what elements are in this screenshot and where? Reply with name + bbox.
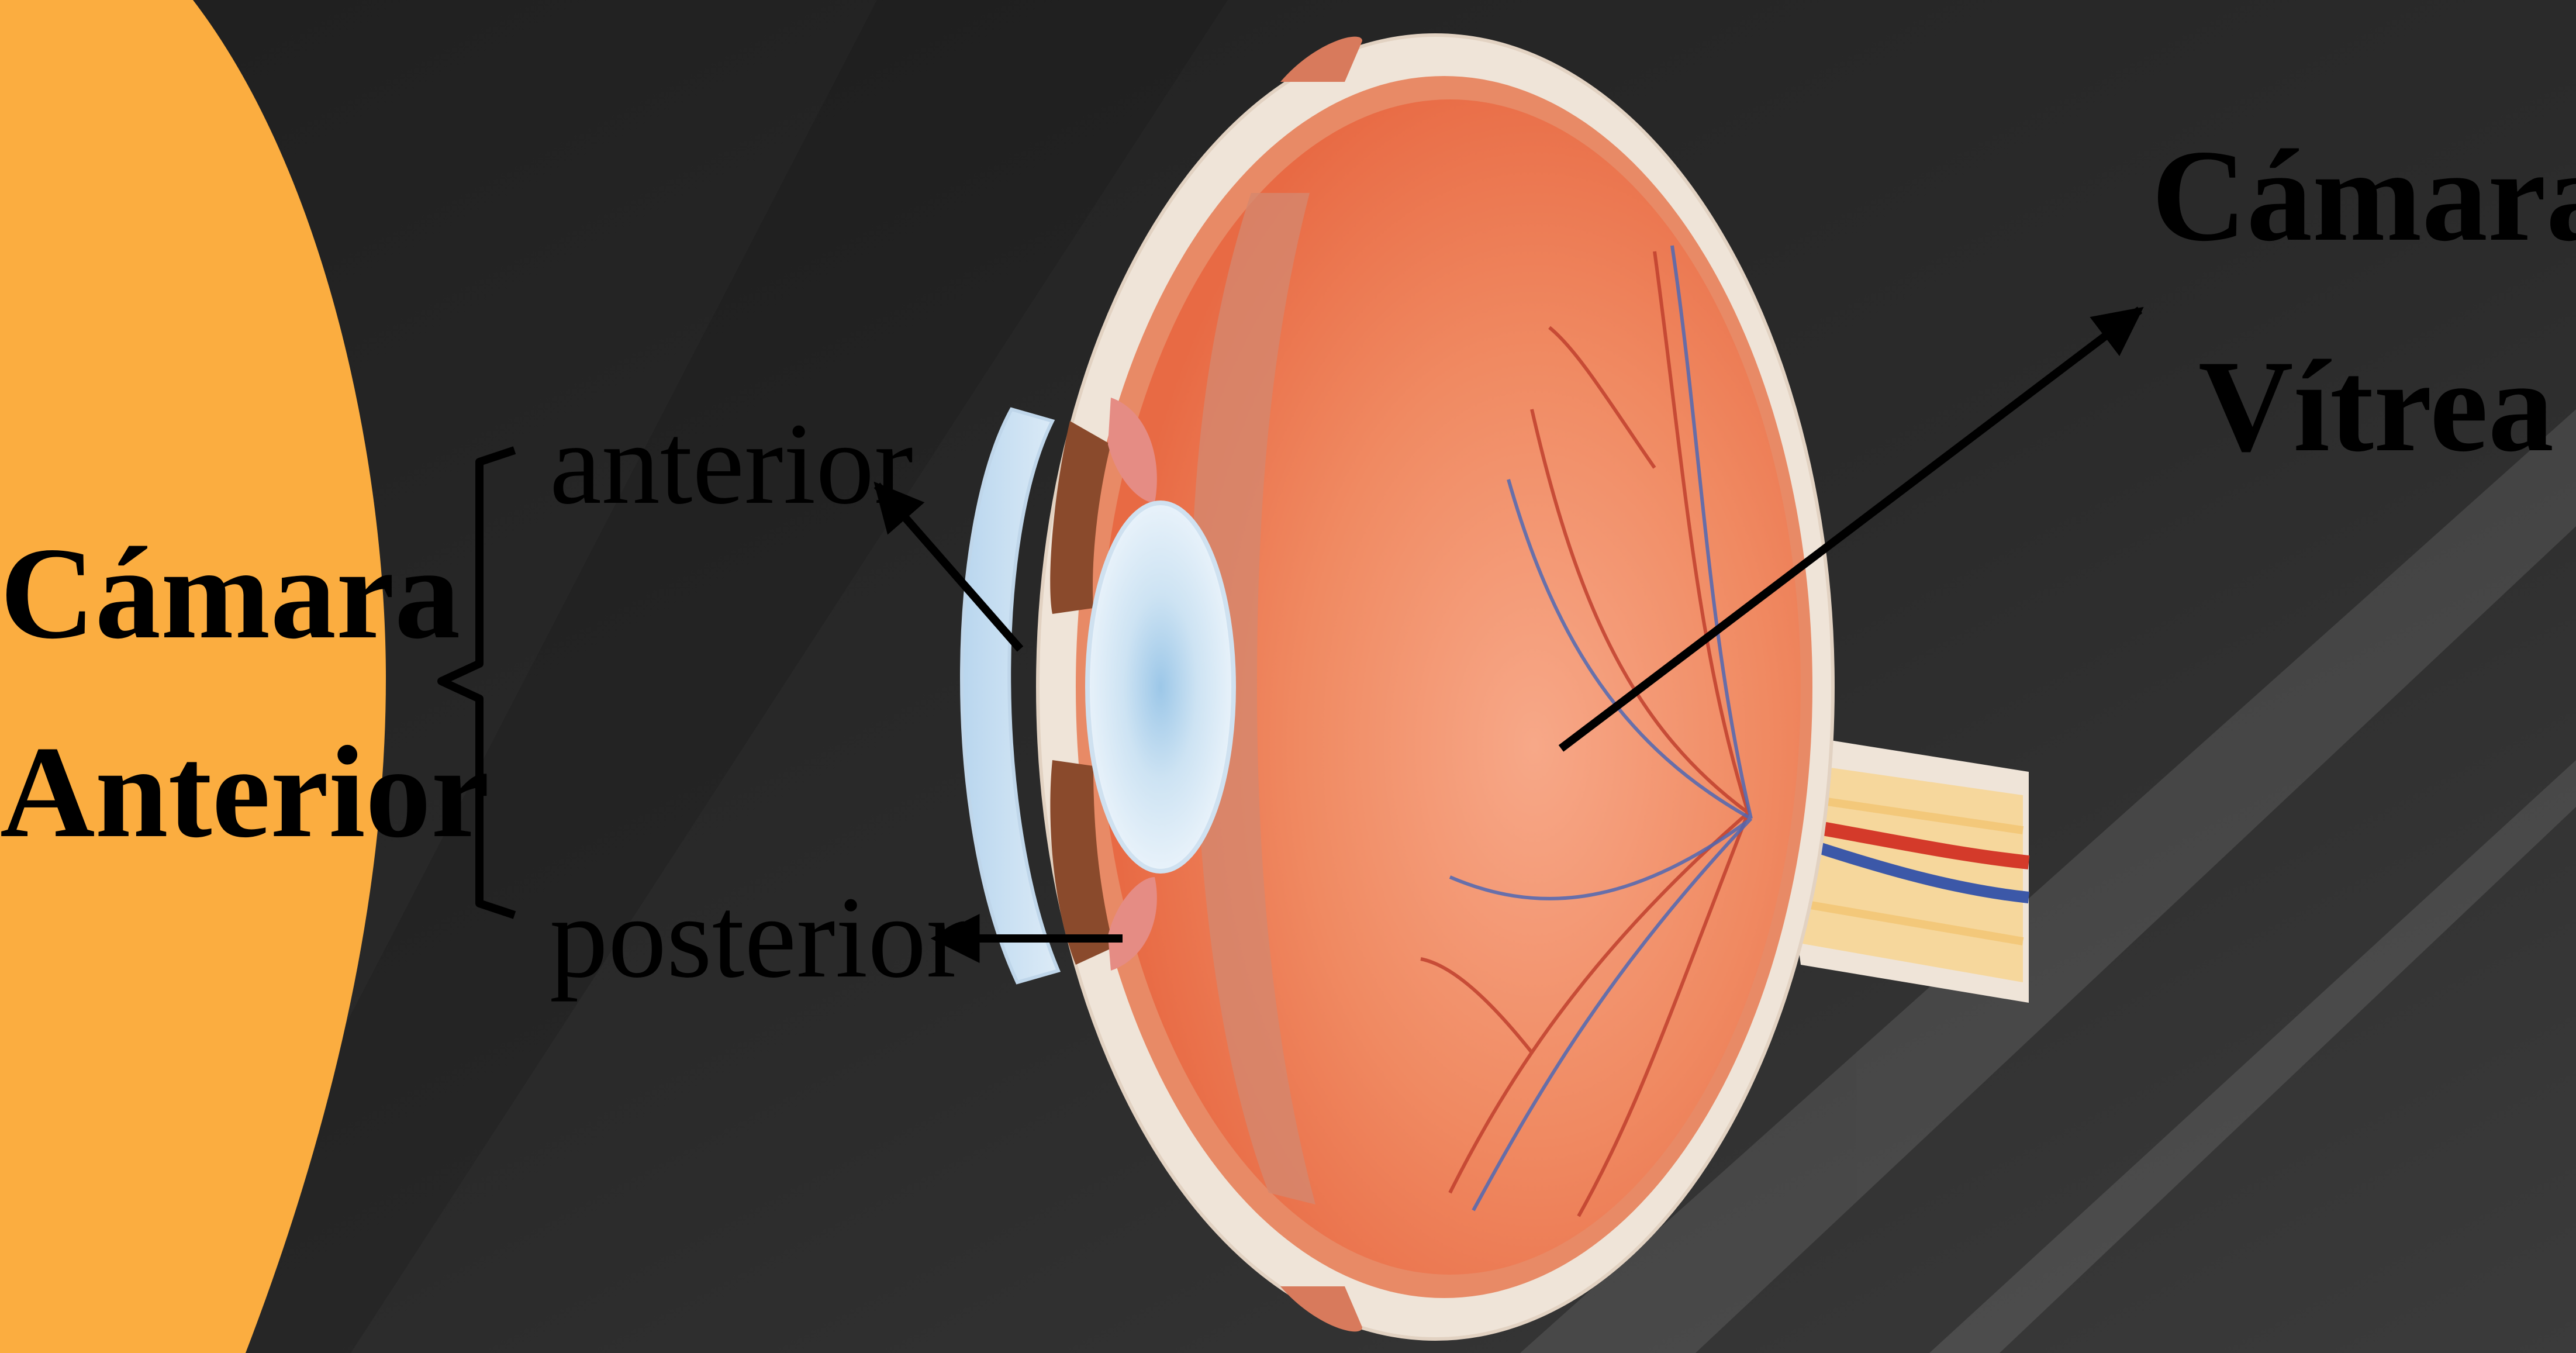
label-anterior-chamber-line1: Cámara: [0, 520, 460, 666]
label-anterior-chamber-line2: Anterior: [0, 719, 489, 865]
label-vitreous-chamber-line1: Cámara: [2152, 122, 2576, 268]
label-posterior: posterior: [550, 873, 965, 1002]
label-vitreous-chamber-line2: Vítrea: [2198, 333, 2554, 479]
label-anterior: anterior: [550, 399, 913, 529]
lens: [1087, 503, 1234, 871]
